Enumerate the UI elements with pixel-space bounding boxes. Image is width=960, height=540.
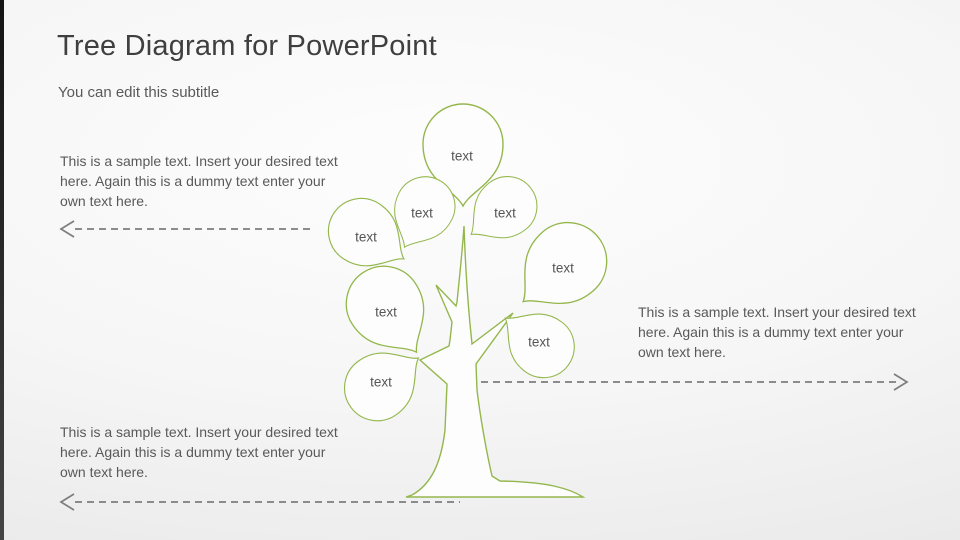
arrow-left-icon: [59, 220, 75, 238]
leaf-shape-5: [522, 221, 608, 304]
callout-right: This is a sample text. Insert your desir…: [638, 304, 916, 360]
callout-top-left: This is a sample text. Insert your desir…: [60, 153, 338, 209]
leaf-shape-7: [504, 313, 575, 379]
leaf-label-4: text: [355, 229, 377, 245]
leaf-shape-3: [470, 176, 538, 239]
leaf-shape-8: [344, 352, 420, 422]
leaf-label-2: text: [411, 205, 433, 221]
leaf-shape-6: [345, 265, 425, 354]
leaf-label-7: text: [528, 334, 550, 350]
arrow-left-icon: [59, 493, 75, 511]
slide-subtitle: You can edit this subtitle: [58, 84, 220, 101]
leaf-label-8: text: [370, 374, 392, 390]
leaf-label-5: text: [552, 260, 574, 276]
leaf-label-3: text: [494, 205, 516, 221]
leaf-label-6: text: [375, 304, 397, 320]
leaf-label-1: text: [451, 148, 473, 164]
callout-bottom-left: This is a sample text. Insert your desir…: [60, 424, 338, 480]
leaf-shape-4: [327, 197, 405, 267]
slide-title: Tree Diagram for PowerPoint: [57, 30, 437, 62]
arrow-right-icon: [893, 373, 909, 391]
left-edge-strip: [0, 0, 4, 540]
leaf-shape-2: [394, 176, 456, 249]
tree-trunk: [405, 225, 586, 498]
leaf-shape-1: [422, 103, 504, 208]
